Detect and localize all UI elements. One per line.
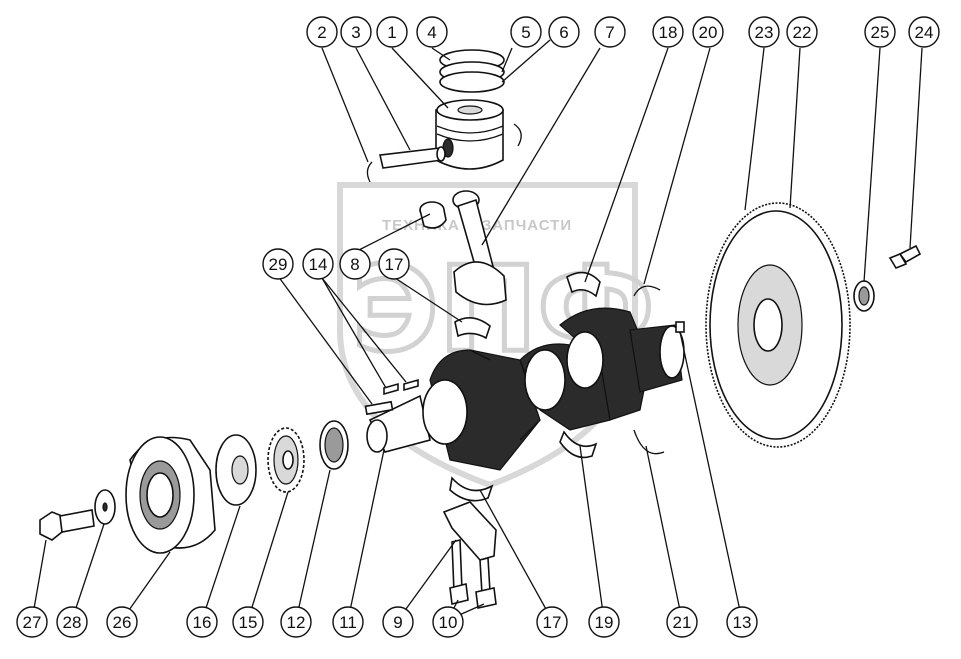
svg-text:8: 8 [350, 255, 359, 274]
callout-1: 1 [376, 16, 408, 48]
callout-26: 26 [106, 606, 138, 638]
callout-23: 23 [748, 16, 780, 48]
crankshaft-gear-small [319, 420, 349, 470]
callout-13: 13 [726, 606, 758, 638]
circlip-left [366, 161, 373, 183]
piston [435, 99, 504, 170]
svg-text:12: 12 [287, 613, 306, 632]
callout-29: 29 [262, 248, 294, 280]
svg-text:11: 11 [339, 613, 357, 632]
svg-text:5: 5 [521, 23, 530, 42]
callout-6: 6 [548, 16, 580, 48]
svg-text:27: 27 [23, 613, 42, 632]
svg-text:9: 9 [393, 613, 402, 632]
callout-21: 21 [666, 606, 698, 638]
flywheel-bolt [888, 244, 922, 269]
rod-bolt-1 [449, 538, 469, 605]
callout-17-upper: 17 [378, 248, 410, 280]
pin-dowel [675, 321, 685, 333]
svg-text:2: 2 [317, 23, 326, 42]
callout-9: 9 [382, 606, 414, 638]
callout-25: 25 [864, 16, 896, 48]
svg-text:18: 18 [659, 23, 678, 42]
callout-7: 7 [594, 16, 626, 48]
pulley-bolt [39, 509, 95, 541]
svg-text:26: 26 [113, 613, 132, 632]
crankshaft-pulley [125, 436, 216, 554]
svg-text:16: 16 [193, 613, 212, 632]
callout-8: 8 [339, 248, 371, 280]
svg-text:25: 25 [871, 23, 890, 42]
callout-2: 2 [306, 16, 338, 48]
svg-text:4: 4 [427, 23, 436, 42]
rod-bolt-2 [475, 556, 497, 609]
thrust-ring-lower [633, 429, 665, 455]
callout-10: 10 [432, 606, 464, 638]
svg-text:24: 24 [915, 23, 934, 42]
main-bearing-lower [559, 430, 598, 459]
callout-14: 14 [302, 248, 334, 280]
callout-11: 11 [332, 606, 364, 638]
svg-text:13: 13 [733, 613, 752, 632]
spacer-ring [853, 280, 875, 312]
svg-text:6: 6 [559, 23, 568, 42]
callout-12: 12 [280, 606, 312, 638]
rod-cap [442, 501, 497, 561]
svg-text:21: 21 [673, 613, 692, 632]
callout-27: 27 [16, 606, 48, 638]
callout-22: 22 [786, 16, 818, 48]
callout-4: 4 [416, 16, 448, 48]
crankshaft [366, 307, 685, 471]
svg-text:17: 17 [543, 613, 562, 632]
callout-19: 19 [588, 606, 620, 638]
svg-text:10: 10 [439, 613, 458, 632]
svg-text:29: 29 [269, 255, 288, 274]
svg-text:3: 3 [351, 23, 360, 42]
svg-text:22: 22 [793, 23, 812, 42]
piston-pin [379, 146, 446, 169]
svg-text:7: 7 [605, 23, 614, 42]
crankshaft-gear-large [267, 427, 305, 493]
callout-15: 15 [232, 606, 264, 638]
flywheel [705, 202, 851, 448]
woodruff-keys [383, 378, 419, 396]
callout-17-lower: 17 [536, 606, 568, 638]
svg-text:14: 14 [309, 255, 328, 274]
svg-text:28: 28 [63, 613, 82, 632]
bearing-shell-upper [454, 317, 491, 340]
pulley-washer [94, 489, 116, 525]
piston-rings [439, 49, 505, 93]
callout-5: 5 [510, 16, 542, 48]
callout-16: 16 [186, 606, 218, 638]
svg-text:19: 19 [595, 613, 614, 632]
thrust-washer [215, 434, 257, 506]
connecting-rod [452, 190, 507, 306]
callout-18: 18 [652, 16, 684, 48]
callout-24: 24 [908, 16, 940, 48]
main-bearing-upper [566, 271, 601, 298]
callout-28: 28 [56, 606, 88, 638]
rod-cap-bearing [449, 476, 494, 502]
callout-3: 3 [340, 16, 372, 48]
svg-text:15: 15 [239, 613, 258, 632]
thrust-ring-upper [633, 285, 661, 297]
svg-text:1: 1 [387, 23, 396, 42]
svg-text:23: 23 [755, 23, 774, 42]
small-end-bushing [419, 201, 447, 229]
svg-text:17: 17 [385, 255, 404, 274]
circlip-right [513, 123, 522, 147]
svg-text:20: 20 [699, 23, 718, 42]
callout-20: 20 [692, 16, 724, 48]
crank-key [364, 400, 394, 416]
